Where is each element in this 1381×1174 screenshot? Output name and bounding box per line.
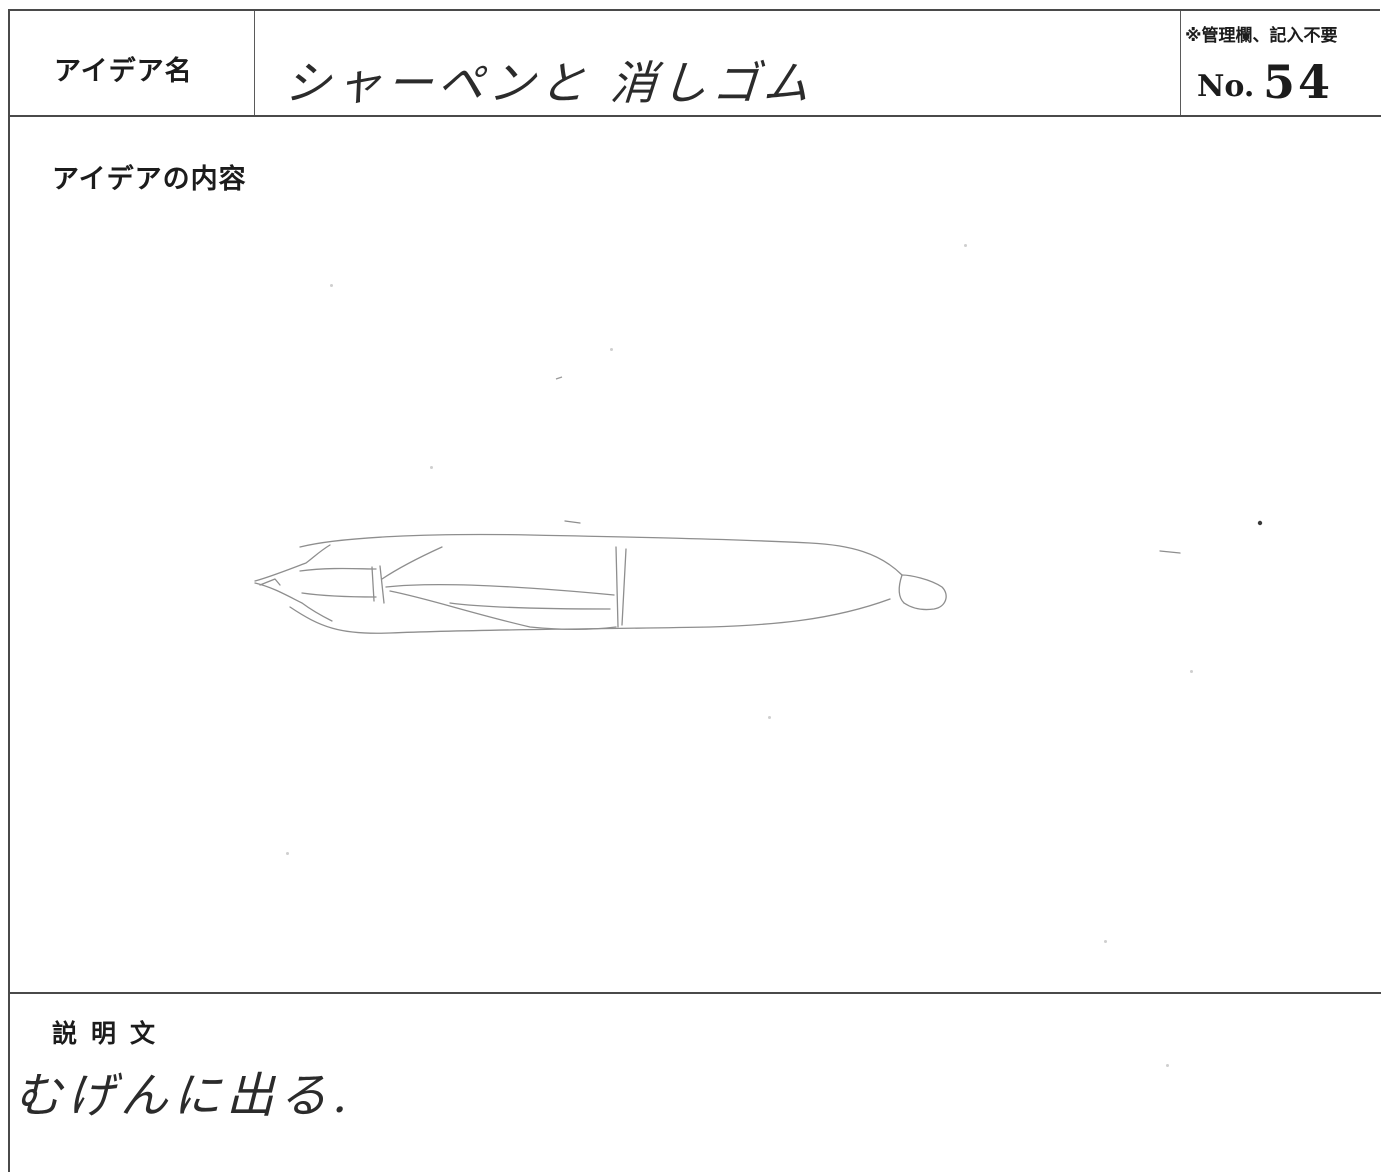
- sketch-stray-right: [1159, 550, 1181, 554]
- description-handwriting: むげんに出る.: [14, 1068, 353, 1124]
- header-row: アイデア名 シャーペンと 消しゴム ※管理欄、記入不要 No. 54: [10, 11, 1381, 117]
- pencil-sketch: [254, 376, 1263, 634]
- sketch-band-right: [621, 548, 627, 626]
- number-prefix: No.: [1197, 69, 1255, 104]
- sketch-grip-top: [299, 567, 377, 572]
- paper-speck: [610, 348, 613, 351]
- sketch-clip-body: [385, 583, 615, 596]
- sketch-clip-upper: [381, 546, 443, 580]
- sketch-top-outline: [299, 533, 903, 576]
- sketch-clip-lower: [389, 590, 617, 630]
- sketch-tip-upper: [254, 544, 331, 582]
- idea-content-label: アイデアの内容: [52, 164, 247, 195]
- sketch-band-left: [615, 546, 619, 628]
- paper-speck: [768, 716, 771, 719]
- sketch-tip-point: [259, 578, 281, 586]
- sketch-grip-ring-left: [371, 566, 375, 602]
- description-area: 説明文 むげんに出る.: [10, 994, 1381, 1174]
- ink-dot: [1257, 520, 1263, 526]
- sketch-bottom-outline: [289, 598, 891, 634]
- paper-speck: [964, 244, 967, 247]
- paper-speck: [430, 466, 433, 469]
- paper-speck: [1166, 1064, 1169, 1067]
- ink-tick: [555, 376, 563, 380]
- idea-content-area: アイデアの内容: [10, 117, 1381, 994]
- sketch-body-inner: [449, 602, 611, 610]
- admin-note: ※管理欄、記入不要: [1185, 26, 1338, 46]
- number-value: 54: [1263, 55, 1334, 109]
- paper-speck: [1190, 670, 1193, 673]
- idea-name-handwriting: シャーペンと 消しゴム: [282, 56, 817, 110]
- sketch-eraser-joint: [898, 574, 905, 604]
- paper-speck: [330, 284, 333, 287]
- paper-speck: [1104, 940, 1107, 943]
- idea-sheet: アイデア名 シャーペンと 消しゴム ※管理欄、記入不要 No. 54 アイデアの…: [8, 9, 1381, 1174]
- idea-name-label-cell: アイデア名: [10, 11, 255, 115]
- idea-name-value-cell: シャーペンと 消しゴム: [255, 11, 1181, 115]
- sketch-eraser-cap: [901, 574, 947, 611]
- admin-cell: ※管理欄、記入不要 No. 54: [1181, 11, 1381, 115]
- idea-name-label: アイデア名: [54, 56, 193, 87]
- sketch-grip-bottom: [301, 592, 377, 598]
- sketch-stray-top: [564, 520, 581, 524]
- description-label: 説明文: [52, 1019, 170, 1048]
- paper-speck: [286, 852, 289, 855]
- sketch-grip-ring-right: [379, 565, 385, 604]
- sketch-tip-lower: [254, 582, 333, 622]
- pencil-sketch-strokes: [254, 520, 1181, 634]
